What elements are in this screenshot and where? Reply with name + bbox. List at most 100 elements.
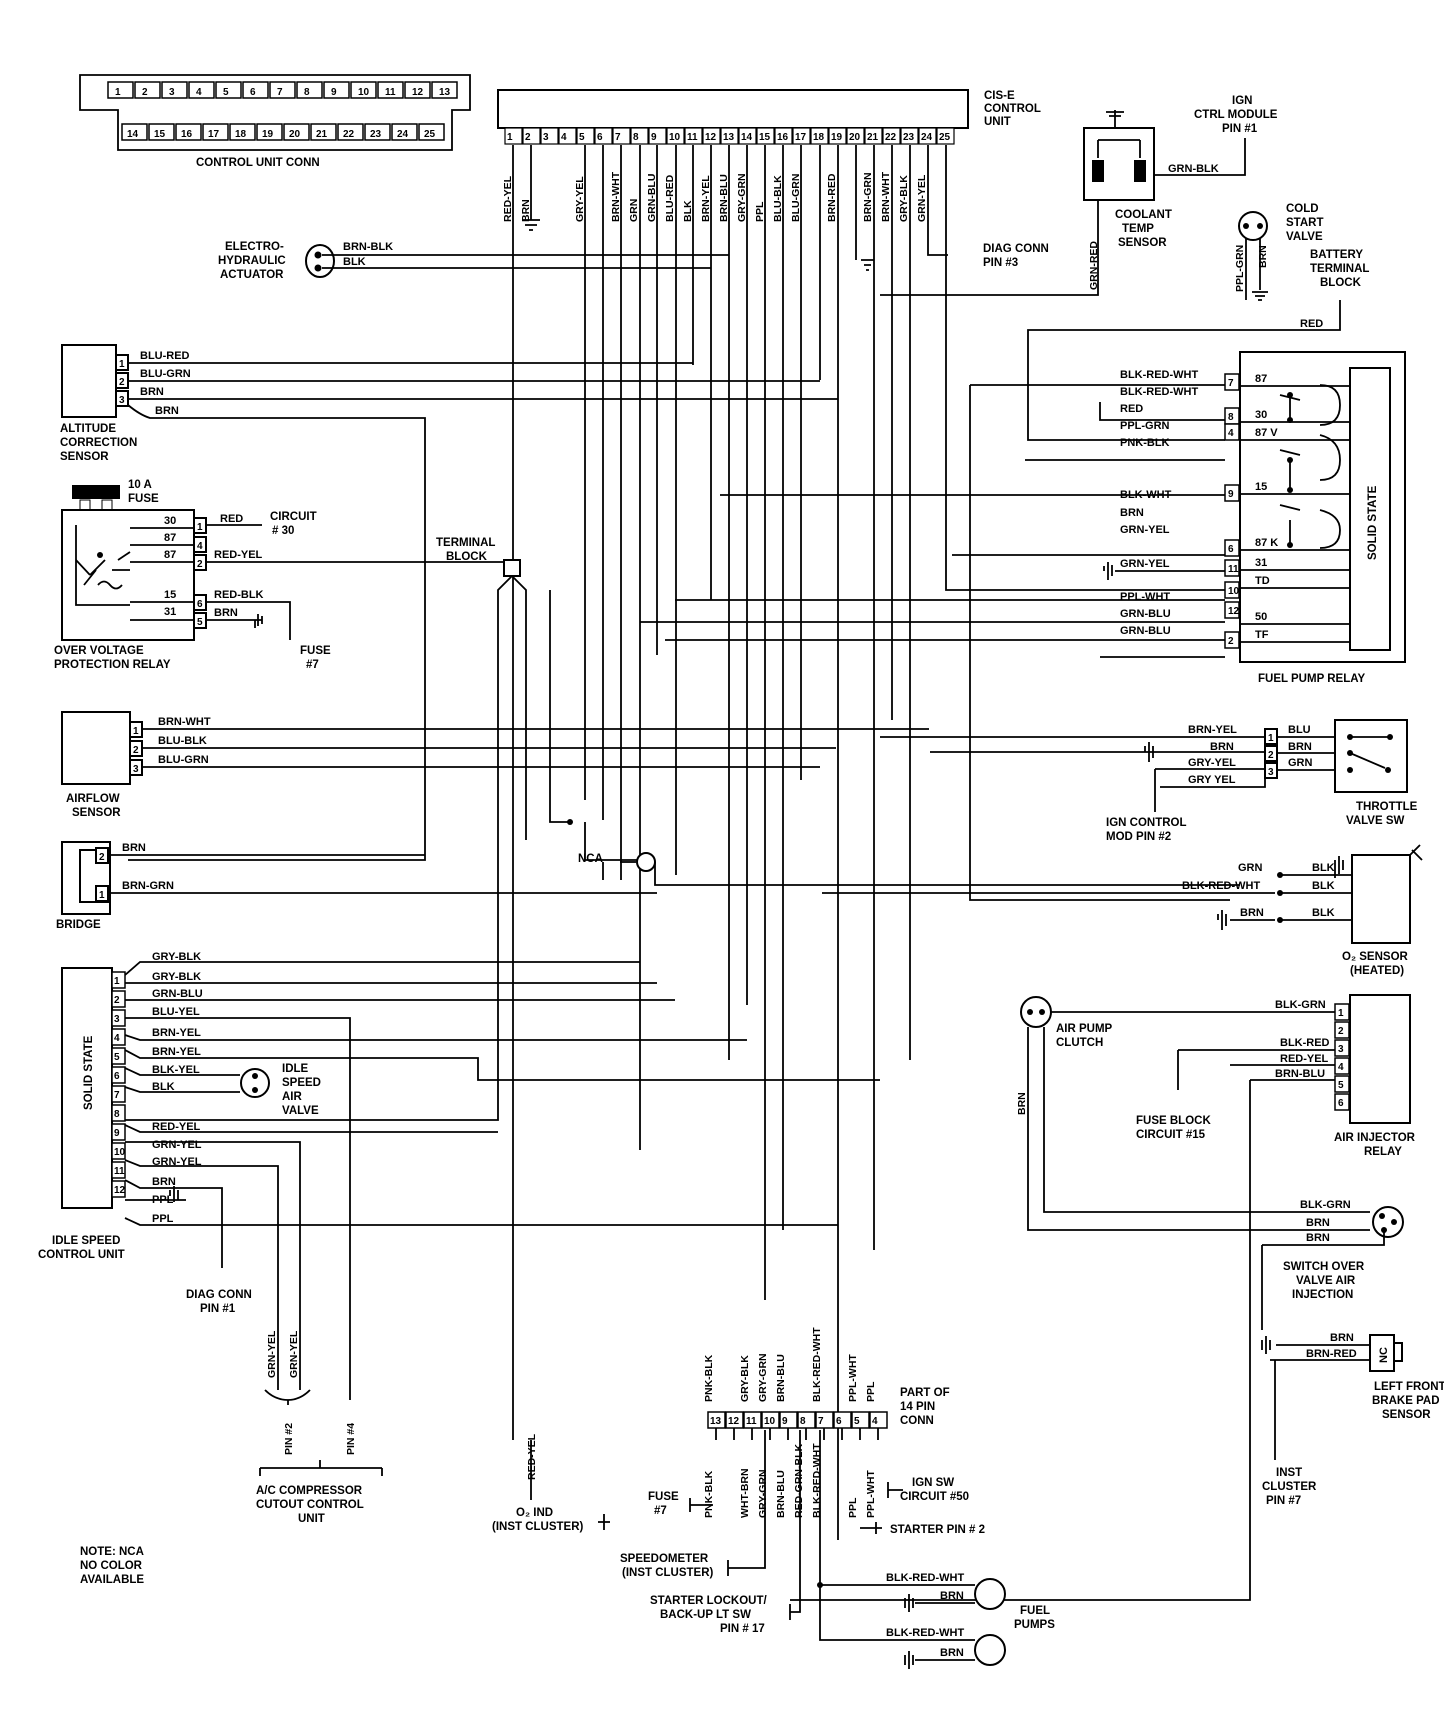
cuc-pin: 2	[142, 87, 148, 98]
svg-text:INJECTION: INJECTION	[1292, 1289, 1353, 1301]
cise-pin: 1	[507, 132, 513, 143]
fpr-wire-label: BLK-RED-WHT	[1120, 386, 1198, 398]
svg-text:15: 15	[164, 589, 176, 601]
cise-wire-label: BRN	[520, 199, 532, 222]
eha-wire-1: BRN-BLK	[343, 241, 393, 253]
cise-pin-cell	[594, 127, 613, 145]
svg-text:A/C COMPRESSOR: A/C COMPRESSOR	[256, 1485, 363, 1497]
svg-text:1: 1	[119, 359, 125, 370]
svg-text:VALVE SW: VALVE SW	[1346, 815, 1404, 827]
ign-ctrl-1: IGN	[1232, 95, 1252, 107]
conn14-bottom-label: PNK-BLK	[703, 1470, 715, 1518]
cise-pin: 18	[813, 132, 825, 143]
svg-text:BLU-GRN: BLU-GRN	[140, 368, 191, 380]
cise-title-1: CIS-E	[984, 90, 1015, 102]
fpr-pin: 4	[1228, 428, 1234, 439]
svg-text:6: 6	[197, 599, 203, 610]
svg-text:BLK-RED-WHT: BLK-RED-WHT	[886, 1627, 964, 1639]
svg-text:BRN-YEL: BRN-YEL	[1188, 724, 1237, 736]
starter-lockout-1: STARTER LOCKOUT/	[650, 1595, 768, 1607]
svg-text:GRY-BLK: GRY-BLK	[152, 951, 201, 963]
svg-text:NC: NC	[1378, 1347, 1390, 1363]
cise-wire-label: BRN-RED	[826, 173, 838, 222]
cise-pin-cell	[504, 127, 523, 145]
fpr-wire-label: GRN-BLU	[1120, 608, 1171, 620]
svg-text:UNIT: UNIT	[298, 1513, 325, 1525]
cise-pin-cell	[936, 127, 955, 145]
fpr-pin: 12	[1228, 606, 1240, 617]
fpr-wire-label: PPL-GRN	[1120, 420, 1170, 432]
cuc-cell	[283, 123, 310, 141]
isc-pin-cell	[111, 1085, 126, 1103]
svg-text:GRN-YEL: GRN-YEL	[266, 1330, 278, 1378]
eha-name-3: ACTUATOR	[220, 269, 284, 281]
cold-start-wire-pplgrn: PPL-GRN	[1234, 245, 1246, 292]
ign-sw-1: IGN SW	[912, 1477, 954, 1489]
svg-text:GRY-YEL: GRY-YEL	[1188, 757, 1236, 769]
conn14-top-label: GRY-GRN	[757, 1353, 769, 1402]
svg-text:PART OF: PART OF	[900, 1387, 950, 1399]
svg-text:VALVE AIR: VALVE AIR	[1296, 1275, 1356, 1287]
svg-text:2: 2	[119, 377, 125, 388]
cise-wire-label: GRN-YEL	[916, 174, 928, 222]
isc-pin: 5	[114, 1052, 120, 1063]
svg-text:1: 1	[1268, 733, 1274, 744]
cuc-pin: 23	[370, 129, 382, 140]
isc-pin-cell	[111, 1161, 126, 1179]
cise-wire-label: BRN-WHT	[610, 171, 622, 222]
cise-pin-cell	[576, 127, 595, 145]
cuc-pin: 25	[424, 129, 436, 140]
cise-pin-cell	[900, 127, 919, 145]
svg-text:GRN-YEL: GRN-YEL	[152, 1156, 202, 1168]
conn14-top-label: BRN-BLU	[775, 1354, 787, 1402]
cise-wire-label: PPL	[754, 201, 766, 222]
fpr-wire-label: BLK-RED-WHT	[1120, 369, 1198, 381]
cuc-pin: 24	[397, 129, 409, 140]
isc-pin-cell	[111, 971, 126, 989]
fpr-pin: 2	[1228, 636, 1234, 647]
svg-text:2: 2	[99, 852, 105, 863]
fpr-wire-label: GRN-YEL	[1120, 558, 1170, 570]
note: NOTE: NCA NO COLOR AVAILABLE	[80, 1546, 144, 1586]
svg-text:PIN #2: PIN #2	[283, 1423, 295, 1455]
cise-wire-label: BRN-GRN	[862, 172, 874, 222]
svg-text:1: 1	[197, 522, 203, 533]
svg-text:14 PIN: 14 PIN	[900, 1401, 935, 1413]
cise-wire-label: BLU-RED	[664, 174, 676, 222]
isc-pin: 2	[114, 995, 120, 1006]
svg-text:CIRCUIT: CIRCUIT	[270, 511, 317, 523]
svg-text:BRN: BRN	[122, 842, 146, 854]
diag-conn-pin3-2: PIN #3	[983, 257, 1018, 269]
cise-pin-cell	[792, 127, 811, 145]
conn14-pin: 5	[854, 1416, 860, 1427]
ign-ctrl-2: CTRL MODULE	[1194, 109, 1278, 121]
svg-text:BRN: BRN	[1288, 741, 1312, 753]
cise-pin-cell	[828, 127, 847, 145]
svg-text:GRN: GRN	[1238, 862, 1263, 874]
fpr-term: 87	[1255, 373, 1267, 385]
fpr-pin-cell	[1224, 581, 1240, 599]
isc-pin: 11	[114, 1166, 125, 1177]
altitude-correction-sensor: 1 2 3 BLU-RED BLU-GRN BRN BRN ALTITUDE C…	[60, 344, 838, 861]
fuel-pump-relay: SOLID STATE BLK-RED-WHTBLK-RED-WHTREDPPL…	[1120, 351, 1406, 685]
svg-text:BLK-RED-WHT: BLK-RED-WHT	[1182, 880, 1260, 892]
conn14-pin: 4	[872, 1416, 878, 1427]
cold-start-name-2: START	[1286, 217, 1323, 229]
conn14-bottom-label: WHT-BRN	[739, 1468, 751, 1518]
svg-text:PROTECTION RELAY: PROTECTION RELAY	[54, 659, 171, 671]
svg-text:SOLID STATE: SOLID STATE	[1367, 485, 1379, 560]
svg-text:PIN #4: PIN #4	[345, 1423, 357, 1455]
terminal-block: TERMINAL BLOCK	[125, 537, 527, 1121]
fpr-pin-cell	[1224, 559, 1240, 577]
svg-text:SENSOR: SENSOR	[1382, 1409, 1431, 1421]
svg-text:VALVE: VALVE	[282, 1105, 319, 1117]
svg-text:1: 1	[133, 726, 139, 737]
svg-text:IGN CONTROL: IGN CONTROL	[1106, 817, 1187, 829]
svg-text:BLK-GRN: BLK-GRN	[1300, 1199, 1351, 1211]
coolant-wire-grnred: GRN-RED	[1088, 241, 1100, 290]
conn14-top-label: PNK-BLK	[703, 1354, 715, 1402]
svg-text:FUSE: FUSE	[300, 645, 331, 657]
cise-wire-label: GRY-GRN	[736, 173, 748, 222]
fpr-pin: 11	[1228, 564, 1239, 575]
cise-wire-label: RED-YEL	[502, 175, 514, 222]
